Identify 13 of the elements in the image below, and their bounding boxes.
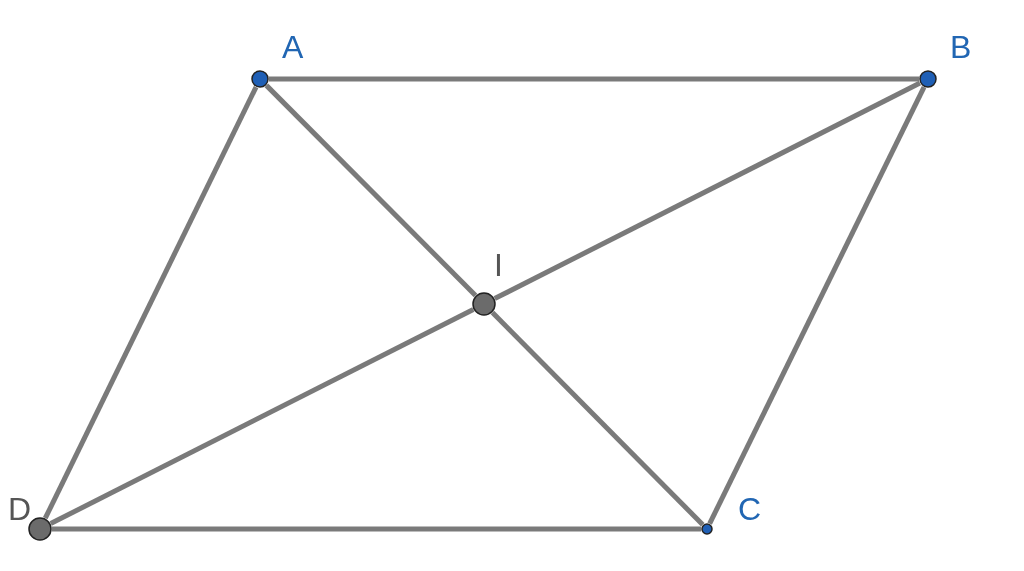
line-segment (490, 310, 705, 527)
point-label: D (8, 492, 32, 526)
point-label: A (282, 30, 304, 64)
line-segment (43, 86, 259, 520)
line-segment (269, 76, 919, 82)
line-segment (493, 80, 922, 301)
point-label: I (494, 248, 503, 282)
line-segment (264, 83, 478, 298)
point-label: B (950, 30, 972, 64)
line-segment (707, 85, 927, 525)
line-segment (52, 526, 701, 532)
line-segment (49, 307, 475, 526)
point-label: C (738, 492, 762, 526)
